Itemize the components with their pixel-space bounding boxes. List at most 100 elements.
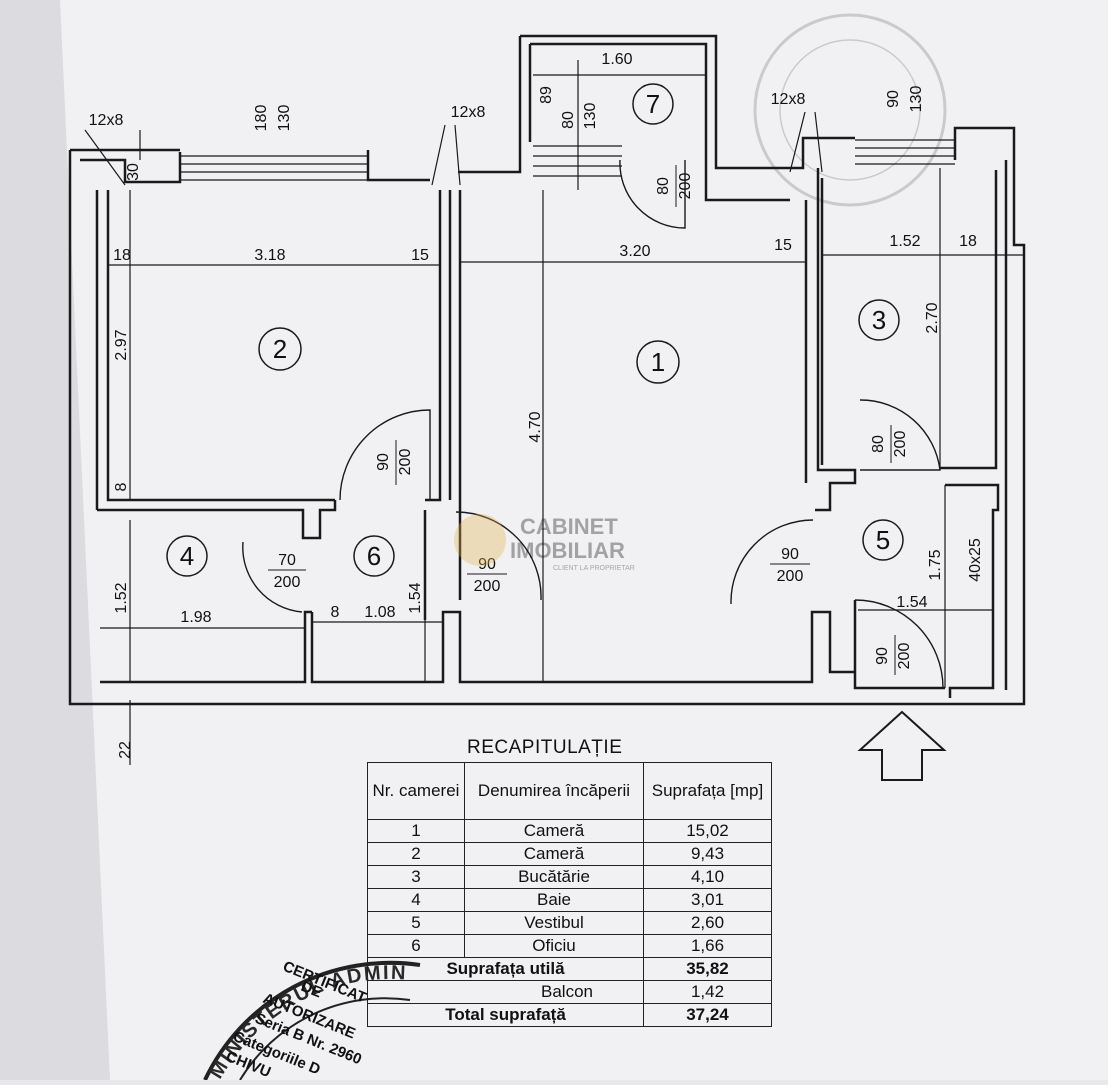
stamp-line2: DE bbox=[299, 978, 325, 1002]
balcon-value: 1,42 bbox=[643, 980, 772, 1004]
door7-top: 80 bbox=[655, 177, 672, 195]
table-row: 3 Bucătărie 4,10 bbox=[367, 865, 772, 889]
dim-room6-width: 1.08 bbox=[364, 604, 395, 621]
row2-nr: 2 bbox=[367, 842, 465, 866]
room-7-circle bbox=[632, 83, 674, 125]
door7-bot: 200 bbox=[677, 173, 694, 200]
watermark-line1: CABINET bbox=[520, 514, 618, 539]
dim-room1-width: 3.20 bbox=[619, 243, 650, 260]
table-row: 5 Vestibul 2,60 bbox=[367, 911, 772, 935]
row3-name: Bucătărie bbox=[464, 865, 644, 889]
recap-table: Nr. camerei Denumirea încăperii Suprafaț… bbox=[367, 762, 772, 1027]
total-row: Total suprafață 37,24 bbox=[367, 1003, 772, 1027]
row4-name: Baie bbox=[464, 888, 644, 912]
dimension-lines bbox=[100, 60, 1024, 765]
recap-header-name: Denumirea încăperii bbox=[464, 762, 644, 820]
row2-name: Cameră bbox=[464, 842, 644, 866]
dim-room3-width: 1.52 bbox=[889, 233, 920, 250]
dim-room1-right: 15 bbox=[774, 237, 792, 254]
row6-name: Oficiu bbox=[464, 934, 644, 958]
room-4-label: 4 bbox=[180, 541, 194, 571]
paper-fold-shadow bbox=[0, 0, 110, 1080]
door2-bot: 200 bbox=[397, 449, 414, 476]
total-value: 37,24 bbox=[643, 1003, 772, 1027]
dim-room2-bottom: 8 bbox=[113, 482, 130, 491]
room-labels: 7 2 1 3 4 6 5 bbox=[180, 89, 890, 571]
recap-header-row: Nr. camerei Denumirea încăperii Suprafaț… bbox=[367, 762, 772, 820]
doorhall-top: 90 bbox=[781, 546, 799, 563]
dim-win3-b: 130 bbox=[908, 86, 925, 113]
dim-room3-height: 2.70 bbox=[924, 302, 941, 333]
dim-room5-height: 1.75 bbox=[927, 549, 944, 580]
door4-top: 70 bbox=[278, 552, 296, 569]
row6-area: 1,66 bbox=[643, 934, 772, 958]
dim-base: 22 bbox=[117, 741, 134, 759]
recap-title: RECAPITULAȚIE bbox=[467, 737, 623, 758]
door4-bot: 200 bbox=[274, 574, 301, 591]
row5-name: Vestibul bbox=[464, 911, 644, 935]
room-2-circle bbox=[258, 327, 302, 371]
dim-win2-a: 180 bbox=[253, 105, 270, 132]
door3-top: 80 bbox=[870, 435, 887, 453]
util-value: 35,82 bbox=[643, 957, 772, 981]
dim-room7-h2: 80 bbox=[560, 111, 577, 129]
row4-area: 3,01 bbox=[643, 888, 772, 912]
room-6-label: 6 bbox=[367, 541, 381, 571]
total-label: Total suprafață bbox=[367, 1003, 644, 1027]
dim-lintel-a: 12x8 bbox=[89, 112, 124, 129]
table-row: 4 Baie 3,01 bbox=[367, 888, 772, 912]
door2-top: 90 bbox=[375, 453, 392, 471]
row1-nr: 1 bbox=[367, 819, 465, 843]
dim-lintel-b: 12x8 bbox=[451, 104, 486, 121]
watermark-logo-icon bbox=[454, 514, 506, 566]
dim-room1-height: 4.70 bbox=[527, 411, 544, 442]
dim-lintel-c: 12x8 bbox=[771, 91, 806, 108]
door-labels: 80 200 90 200 70 200 90 200 90 200 80 20… bbox=[268, 165, 913, 675]
room-4-circle bbox=[166, 535, 208, 577]
room-2-label: 2 bbox=[273, 334, 287, 364]
table-row: 6 Oficiu 1,66 bbox=[367, 934, 772, 958]
row4-nr: 4 bbox=[367, 888, 465, 912]
dim-room4-width: 1.98 bbox=[180, 609, 211, 626]
room-1-circle bbox=[636, 340, 680, 384]
room-1-label: 1 bbox=[651, 347, 665, 377]
table-row: 1 Cameră 15,02 bbox=[367, 819, 772, 843]
dim-room2-left: 18 bbox=[113, 247, 131, 264]
dim-room2-height: 2.97 bbox=[113, 329, 130, 360]
doorentry-bot: 200 bbox=[896, 643, 913, 670]
entry-arrow-icon bbox=[857, 710, 947, 781]
row1-area: 15,02 bbox=[643, 819, 772, 843]
door1-top: 90 bbox=[478, 556, 496, 573]
balcon-row: Balcon 1,42 bbox=[367, 980, 772, 1004]
room-6-circle bbox=[353, 535, 395, 577]
row6-nr: 6 bbox=[367, 934, 465, 958]
dim-room4-height: 1.52 bbox=[113, 582, 130, 613]
dim-room7-width: 1.60 bbox=[601, 51, 632, 68]
dim-room3-right: 18 bbox=[959, 233, 977, 250]
dim-sill: 30 bbox=[125, 163, 142, 181]
lintel-leaders bbox=[84, 111, 823, 186]
dim-room2-width: 3.18 bbox=[254, 247, 285, 264]
dimension-texts-vertical: 30 180 130 90 130 89 80 130 2.97 8 4.70 … bbox=[113, 86, 984, 759]
room-3-label: 3 bbox=[872, 305, 886, 335]
dimension-texts: 18 3.18 15 3.20 15 1.52 18 1.60 12x8 12x… bbox=[89, 51, 977, 626]
row5-area: 2,60 bbox=[643, 911, 772, 935]
dim-win3-a: 90 bbox=[885, 90, 902, 108]
util-label: Suprafața utilă bbox=[367, 957, 644, 981]
room-5-circle bbox=[862, 519, 904, 561]
dim-room6-wall: 8 bbox=[331, 604, 340, 621]
util-row: Suprafața utilă 35,82 bbox=[367, 957, 772, 981]
doorhall-bot: 200 bbox=[777, 568, 804, 585]
recap-header-area: Suprafața [mp] bbox=[643, 762, 772, 820]
room-markers bbox=[166, 83, 904, 577]
row5-nr: 5 bbox=[367, 911, 465, 935]
balcon-label: Balcon bbox=[367, 980, 644, 1004]
faint-stamp bbox=[753, 13, 947, 207]
row1-name: Cameră bbox=[464, 819, 644, 843]
room-7-label: 7 bbox=[646, 89, 660, 119]
watermark-line2: IMOBILIAR bbox=[510, 538, 625, 563]
table-row: 2 Cameră 9,43 bbox=[367, 842, 772, 866]
dim-duct: 40x25 bbox=[967, 538, 984, 582]
room-5-label: 5 bbox=[876, 525, 890, 555]
